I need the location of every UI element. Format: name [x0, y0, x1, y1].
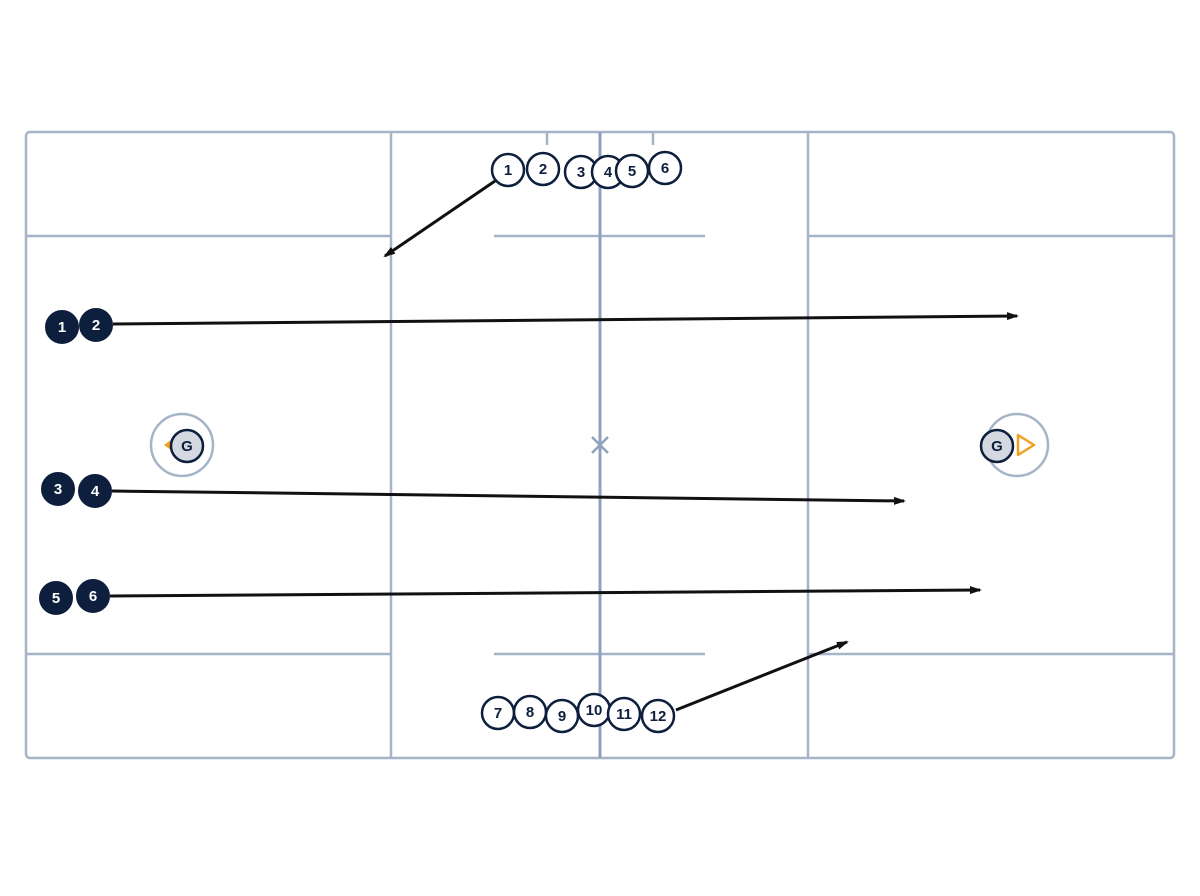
dark-player-4: 4 — [78, 474, 112, 508]
dark-player-1: 1 — [45, 310, 79, 344]
bottom-player-11-label: 11 — [616, 706, 632, 723]
goalie-left: G — [169, 428, 205, 464]
dark-player-5: 5 — [39, 581, 73, 615]
dark-player-3-label: 3 — [54, 481, 62, 498]
dark-player-3-circle — [41, 472, 75, 506]
arrow-row-2 — [111, 489, 906, 505]
top-player-4-label: 4 — [604, 164, 613, 181]
dark-player-1-label: 1 — [58, 319, 66, 336]
top-player-5: 5 — [614, 153, 650, 189]
top-player-2-label: 2 — [539, 161, 547, 178]
dark-player-5-circle — [39, 581, 73, 615]
bottom-player-11: 11 — [606, 696, 642, 732]
goalie-left-circle — [169, 428, 205, 464]
bottom-player-7: 7 — [480, 695, 516, 731]
bottom-player-12-label: 12 — [650, 708, 667, 725]
crease-left — [149, 412, 215, 478]
goalie-right-circle — [979, 428, 1015, 464]
goalie-left-label: G — [181, 438, 193, 455]
bottom-player-7-label: 7 — [494, 705, 502, 722]
dark-player-6-label: 6 — [89, 588, 97, 605]
bottom-player-12: 12 — [640, 698, 676, 734]
dark-player-5-label: 5 — [52, 590, 60, 607]
bottom-player-9-label: 9 — [558, 708, 566, 725]
bottom-player-11-circle — [606, 696, 642, 732]
dark-player-2-circle — [79, 308, 113, 342]
dark-player-6: 6 — [76, 579, 110, 613]
dark-player-6-circle — [76, 579, 110, 613]
top-player-1: 1 — [490, 152, 526, 188]
top-player-6-label: 6 — [661, 160, 669, 177]
top-player-1-label: 1 — [504, 162, 512, 179]
bottom-player-10-label: 10 — [586, 702, 603, 719]
top-player-2-circle — [525, 151, 561, 187]
goalie-right: G — [979, 428, 1015, 464]
goals — [164, 433, 1036, 457]
top-player-6: 6 — [647, 150, 683, 186]
top-player-1-circle — [490, 152, 526, 188]
goal-right-icon — [1016, 433, 1036, 457]
arrow-bottom-group — [675, 640, 849, 712]
movement-arrows — [109, 179, 1019, 712]
bottom-player-8-label: 8 — [526, 704, 534, 721]
dark-player-3: 3 — [41, 472, 75, 506]
top-player-2: 2 — [525, 151, 561, 187]
top-player-3-label: 3 — [577, 164, 585, 181]
faceoff-x-mark — [591, 436, 609, 454]
arrow-row-1 — [112, 312, 1019, 326]
dark-player-2-label: 2 — [92, 317, 100, 334]
bottom-player-10: 10 — [576, 692, 612, 728]
top-player-5-circle — [614, 153, 650, 189]
bottom-player-8: 8 — [512, 694, 548, 730]
dark-player-4-label: 4 — [91, 483, 100, 500]
goalie-right-label: G — [991, 438, 1003, 455]
goal-left-icon — [164, 440, 171, 450]
arrow-top-group — [383, 179, 496, 258]
top-player-6-circle — [647, 150, 683, 186]
dark-player-4-circle — [78, 474, 112, 508]
field-lines — [24, 130, 1176, 760]
bottom-player-9: 9 — [544, 698, 580, 734]
dark-player-2: 2 — [79, 308, 113, 342]
top-player-5-label: 5 — [628, 163, 636, 180]
arrow-row-3 — [109, 586, 982, 598]
dark-player-1-circle — [45, 310, 79, 344]
bottom-player-12-circle — [640, 698, 676, 734]
